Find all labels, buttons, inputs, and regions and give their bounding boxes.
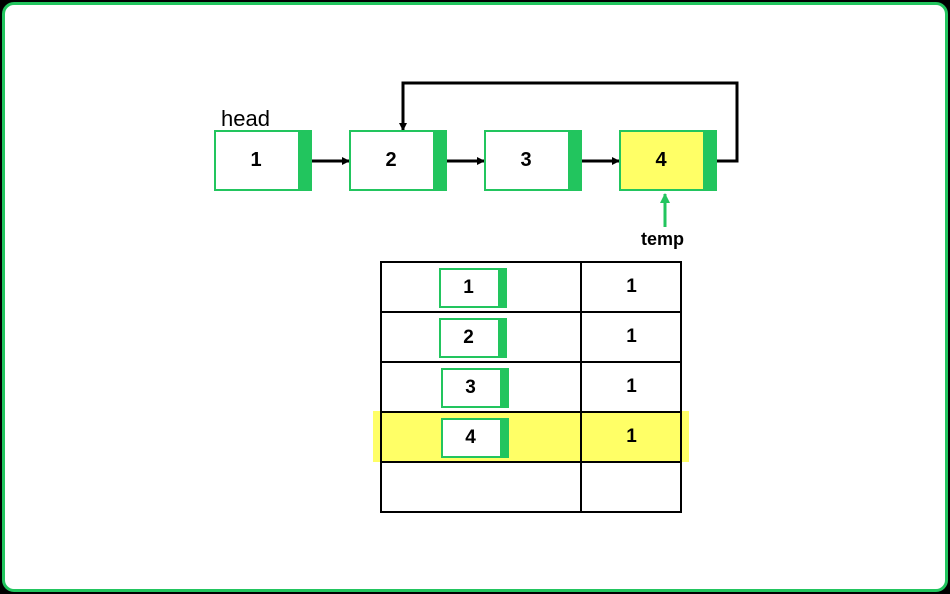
node-next-pointer — [703, 130, 717, 191]
node-value: 4 — [655, 149, 667, 171]
list-node-2: 2 — [349, 130, 447, 191]
list-node-3: 3 — [484, 130, 582, 191]
table-key-node: 2 — [439, 318, 507, 358]
table-count: 1 — [626, 276, 637, 297]
table-row: 3 1 — [380, 362, 682, 412]
loop-arrow-node4-to-node2 — [399, 81, 739, 163]
list-node-1: 1 — [214, 130, 312, 191]
row-highlight — [373, 411, 689, 462]
table-key-node: 3 — [441, 368, 509, 408]
node-value: 3 — [465, 377, 476, 398]
table-count: 1 — [626, 376, 637, 397]
table-row: 1 1 — [380, 262, 682, 312]
head-label: head — [221, 106, 270, 131]
node-next-pointer — [498, 268, 507, 308]
node-value: 1 — [250, 149, 262, 171]
table-key-node: 4 — [441, 418, 509, 458]
table-row: 4 1 — [380, 412, 682, 462]
table-count: 1 — [626, 426, 637, 447]
table-row-empty — [380, 462, 682, 512]
list-node-4: 4 — [619, 130, 717, 191]
node-next-pointer — [500, 368, 509, 408]
table-key-node: 1 — [439, 268, 507, 308]
table-row: 2 1 — [380, 312, 682, 362]
table-count: 1 — [626, 326, 637, 347]
temp-label: temp — [641, 229, 685, 249]
node-next-pointer — [298, 130, 312, 191]
node-next-pointer — [498, 318, 507, 358]
node-next-pointer — [500, 418, 509, 458]
table-grid — [380, 261, 682, 513]
hash-table: 1 1 2 1 3 1 4 1 — [380, 261, 682, 513]
node-value: 1 — [463, 277, 474, 298]
node-next-pointer — [568, 130, 582, 191]
node-next-pointer — [433, 130, 447, 191]
node-value: 2 — [463, 327, 474, 348]
node-value: 3 — [520, 149, 532, 171]
node-value: 2 — [385, 149, 397, 171]
table-count — [581, 462, 682, 512]
node-value: 4 — [465, 427, 476, 448]
